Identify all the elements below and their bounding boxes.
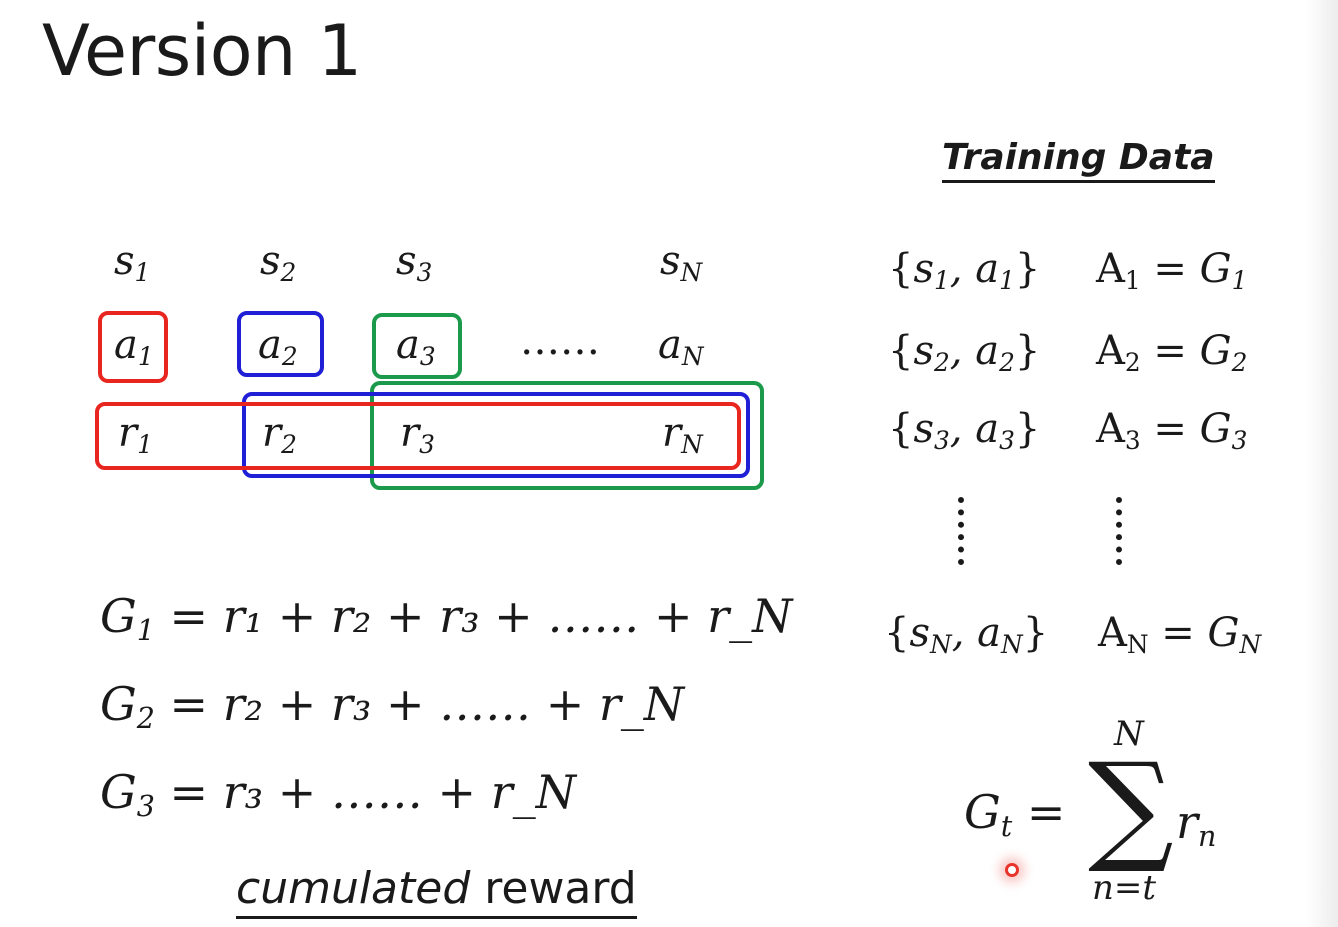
equation-g2: G2 = r₂ + r₃ + …… + r_N (100, 677, 685, 735)
reward-box-red (95, 402, 741, 470)
vertical-dots-right (1116, 497, 1122, 565)
training-advantage-3: A3 = G3 (1096, 406, 1248, 455)
reward-r3: r3 (400, 410, 435, 459)
action-a1-box (98, 311, 168, 383)
training-advantage-2: A2 = G2 (1096, 328, 1248, 377)
action-a1: a1 (114, 322, 154, 371)
pointer-cursor-icon (1005, 863, 1019, 877)
ellipsis: …… (520, 318, 600, 364)
action-aN: aN (658, 322, 704, 371)
state-s3: s3 (396, 238, 433, 287)
caption-cumulated-reward: cumulated reward (236, 862, 637, 919)
reward-r2: r2 (262, 410, 297, 459)
sum-upper-limit: N (1114, 714, 1144, 754)
slide-title: Version 1 (42, 10, 362, 92)
action-a3-box (372, 313, 462, 379)
state-s2: s2 (260, 238, 297, 287)
formula-term: rn (1176, 795, 1217, 853)
training-pair-1: {s1, a1} (888, 246, 1041, 295)
reward-box-green (370, 381, 764, 490)
action-a2: a2 (258, 322, 298, 371)
reward-rN: rN (662, 410, 703, 459)
training-pair-3: {s3, a3} (888, 406, 1041, 455)
training-pair-N: {sN, aN} (884, 610, 1049, 659)
action-a2-box (237, 311, 324, 377)
action-a3: a3 (396, 322, 436, 371)
formula-lhs: Gt = (964, 785, 1066, 843)
equation-g3: G3 = r₃ + …… + r_N (100, 765, 576, 823)
training-advantage-N: AN = GN (1098, 610, 1262, 659)
state-s1: s1 (114, 238, 151, 287)
equation-g1: G1 = r₁ + r₂ + r₃ + …… + r_N (100, 589, 793, 647)
training-advantage-1: A1 = G1 (1096, 246, 1248, 295)
vertical-dots-left (958, 497, 964, 565)
training-data-heading: Training Data (942, 136, 1215, 183)
window-edge (1306, 0, 1338, 927)
training-pair-2: {s2, a2} (888, 328, 1041, 377)
reward-box-blue (242, 392, 750, 478)
reward-r1: r1 (118, 410, 153, 459)
sum-lower-limit: n=t (1092, 868, 1157, 908)
state-sN: sN (660, 238, 703, 287)
summation-sign: ∑ (1088, 738, 1174, 877)
